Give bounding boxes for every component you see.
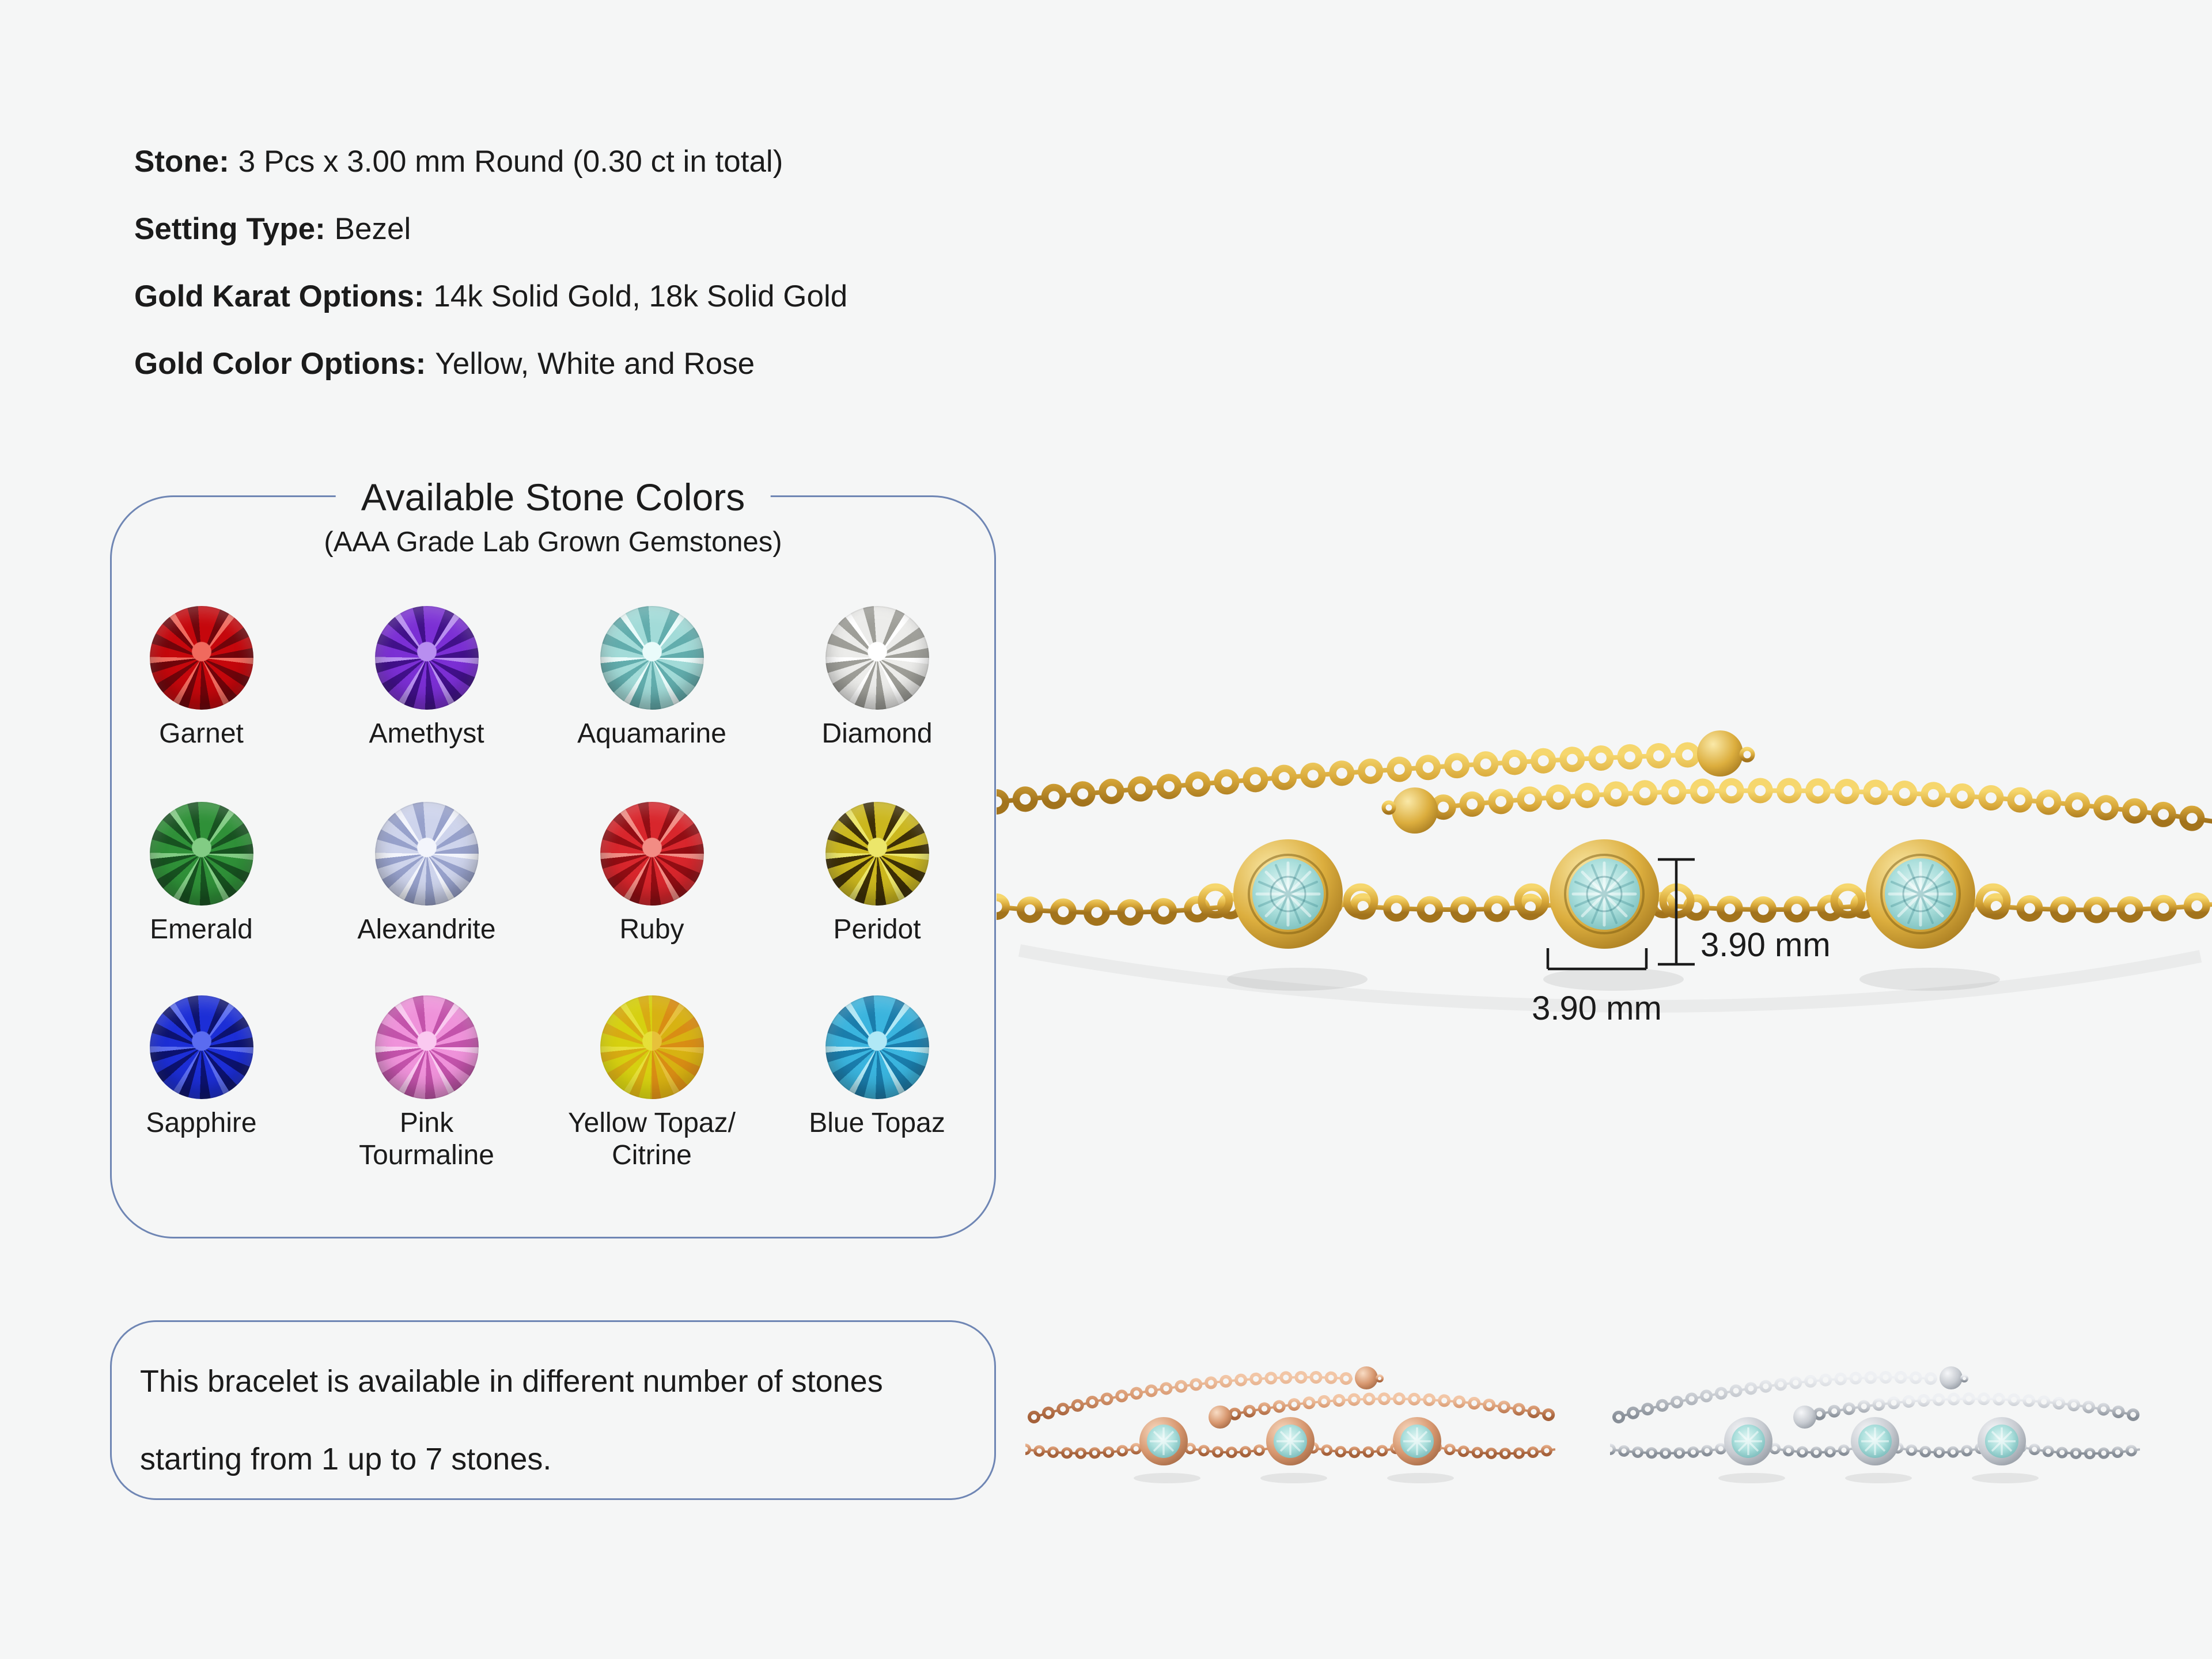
gem-cell-aquamarine: Aquamarine <box>539 606 764 802</box>
height-measure-label: 3.90 mm <box>1700 926 1831 964</box>
gem-image-peridot <box>825 802 929 906</box>
panel-subtitle: (AAA Grade Lab Grown Gemstones) <box>324 527 782 558</box>
spec-value: 14k Solid Gold, 18k Solid Gold <box>433 279 848 313</box>
spec-label: Gold Karat Options: <box>134 279 425 313</box>
spec-line-karat: Gold Karat Options:14k Solid Gold, 18k S… <box>134 263 847 330</box>
gem-label: Diamond <box>821 718 933 749</box>
measurements <box>1546 858 1695 971</box>
mini-chain-lower <box>1793 1392 2140 1429</box>
spec-label: Gold Color Options: <box>134 347 426 381</box>
mini-chain-upper <box>1612 1366 1968 1423</box>
bracelet-shadow <box>1018 944 2202 1013</box>
mini-bezel-stones <box>1717 1416 2040 1484</box>
gem-cell-blue-topaz: Blue Topaz <box>764 995 990 1172</box>
clasp-bead <box>1209 1406 1232 1429</box>
note-panel: This bracelet is available in different … <box>110 1320 996 1500</box>
bezel-stone <box>1971 1416 2040 1484</box>
gem-cell-sapphire: Sapphire <box>89 995 314 1172</box>
gem-label: Sapphire <box>146 1108 257 1138</box>
spec-value: Yellow, White and Rose <box>435 347 755 381</box>
spec-line-setting: Setting Type: Bezel <box>134 195 847 263</box>
clasp-bead <box>1392 787 1438 834</box>
gem-grid: Garnet Amethyst Aquamarine Diamond Emera… <box>89 606 990 1172</box>
gem-cell-yellow-topaz-citrine: Yellow Topaz/ Citrine <box>539 995 764 1172</box>
bezel-stone <box>1227 839 1368 991</box>
gem-image-pink-tourmaline <box>374 995 479 1099</box>
gem-image-yellow-topaz-citrine <box>600 995 704 1099</box>
product-specs: Stone: 3 Pcs x 3.00 mm Round (0.30 ct in … <box>134 128 847 397</box>
gem-image-sapphire <box>149 995 253 1099</box>
spec-line-stone: Stone: 3 Pcs x 3.00 mm Round (0.30 ct in … <box>134 128 847 195</box>
height-measure-line <box>1658 858 1695 966</box>
gem-label: Pink Tourmaline <box>359 1108 494 1171</box>
spec-label: Setting Type: <box>134 212 325 246</box>
gem-image-alexandrite <box>374 802 479 906</box>
width-measure-label: 3.90 mm <box>1532 990 1662 1027</box>
gem-cell-garnet: Garnet <box>89 606 314 802</box>
gem-label: Blue Topaz <box>809 1108 945 1138</box>
gold-bracelet-image: 3.90 mm 3.90 mm <box>997 730 2212 1027</box>
gem-image-ruby <box>600 802 704 906</box>
gem-cell-emerald: Emerald <box>89 802 314 995</box>
gem-label: Ruby <box>619 914 684 945</box>
mini-chain-upper <box>1028 1366 1384 1423</box>
gem-label: Alexandrite <box>357 914 496 945</box>
spec-line-color: Gold Color Options: Yellow, White and Ros… <box>134 330 847 397</box>
gem-label: Aquamarine <box>577 718 726 749</box>
clasp-bead <box>1793 1406 1816 1429</box>
gem-image-amethyst <box>374 606 479 710</box>
clasp-bead <box>1940 1366 1963 1389</box>
mini-bezel-stones <box>1132 1416 1455 1484</box>
note-line: This bracelet is available in different … <box>140 1364 883 1399</box>
gem-image-garnet <box>149 606 253 710</box>
gem-image-emerald <box>149 802 253 906</box>
clasp-bead <box>1697 730 1743 777</box>
bezel-stone <box>1386 1416 1455 1484</box>
spec-label: Stone: <box>134 145 229 179</box>
gem-cell-pink-tourmaline: Pink Tourmaline <box>314 995 539 1172</box>
gem-label: Amethyst <box>369 718 484 749</box>
note-line: starting from 1 up to 7 stones. <box>140 1442 552 1476</box>
clasp-bead <box>1355 1366 1378 1389</box>
gem-label: Emerald <box>150 914 253 945</box>
gem-cell-peridot: Peridot <box>764 802 990 995</box>
bracelet-chain-lower <box>1381 778 2212 834</box>
gem-label: Garnet <box>159 718 244 749</box>
gem-cell-ruby: Ruby <box>539 802 764 995</box>
gem-cell-alexandrite: Alexandrite <box>314 802 539 995</box>
bracelet-chain-upper <box>997 730 1755 815</box>
gem-cell-diamond: Diamond <box>764 606 990 802</box>
gem-label: Peridot <box>833 914 921 945</box>
stone-colors-panel: Available Stone Colors (AAA Grade Lab Gr… <box>110 476 996 1238</box>
width-measure-line <box>1546 948 1648 971</box>
gem-label: Yellow Topaz/ Citrine <box>568 1108 736 1171</box>
spec-value: 3 Pcs x 3.00 mm Round (0.30 ct in total) <box>238 145 783 179</box>
gem-image-blue-topaz <box>825 995 929 1099</box>
white-gold-bracelet-image <box>1610 1366 2140 1484</box>
gem-image-diamond <box>825 606 929 710</box>
spec-value: Bezel <box>334 212 411 246</box>
mini-chain-lower <box>1209 1392 1555 1429</box>
gem-cell-amethyst: Amethyst <box>314 606 539 802</box>
rose-gold-bracelet-image <box>1025 1366 1555 1484</box>
gem-image-aquamarine <box>600 606 704 710</box>
bezel-stone <box>1859 839 2000 991</box>
panel-title: Available Stone Colors <box>335 476 771 518</box>
